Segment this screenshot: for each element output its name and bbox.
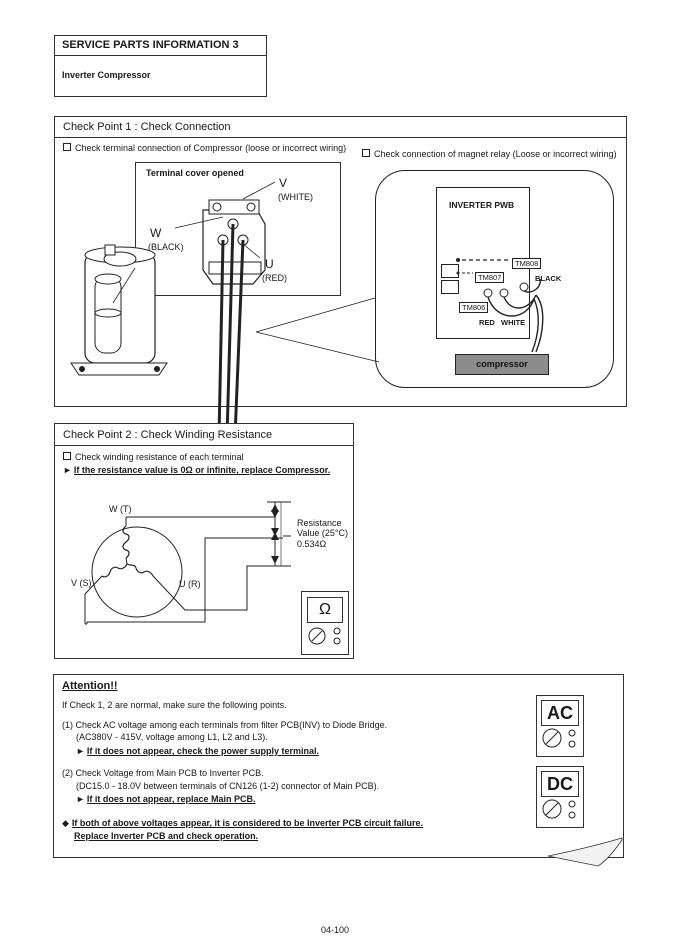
terminal-u-color: (RED): [262, 273, 287, 283]
check-winding-item: Check winding resistance of each termina…: [63, 452, 244, 462]
meter-dial: [542, 728, 576, 748]
pwb-component-a: [441, 264, 459, 278]
point-2-action-text: If it does not appear, replace Main PCB.: [86, 794, 256, 804]
winding-v-label: V (S): [71, 578, 92, 588]
ac-meter-screen: AC: [541, 700, 579, 726]
check-winding-item-text: Check winding resistance of each termina…: [75, 452, 244, 462]
point-2-line-2: (DC15.0 - 18.0V between terminals of CN1…: [76, 781, 380, 791]
arrow-right-icon: ►: [76, 794, 85, 804]
resistance-label-2: Value (25°C): [297, 528, 348, 538]
terminal-cover-label: Terminal cover opened: [146, 168, 244, 178]
winding-u-label: U (R): [179, 579, 201, 589]
page-curl: [547, 837, 623, 867]
terminal-w-color: (BLACK): [148, 242, 184, 252]
checkbox-icon: [63, 143, 71, 151]
winding-w-label: W (T): [109, 504, 132, 514]
attention-title: Attention!!: [62, 680, 118, 692]
replace-compressor-note-text: If the resistance value is 0Ω or infinit…: [73, 465, 331, 475]
wire-black-label: BLACK: [535, 274, 562, 283]
arrow-right-icon: ►: [76, 746, 85, 756]
resistance-label-1: Resistance: [297, 518, 342, 528]
check-point-2-title-rule: [55, 445, 353, 446]
wire-white-label: WHITE: [501, 318, 526, 327]
terminal-v-label: V: [279, 176, 288, 190]
terminal-u-label: U: [265, 257, 274, 271]
point-1-line-1: (1) Check AC voltage among each terminal…: [62, 720, 388, 730]
wire-red-label: RED: [479, 318, 495, 327]
tm808-label: TM808: [512, 258, 542, 269]
attention-intro: If Check 1, 2 are normal, make sure the …: [62, 700, 287, 710]
resistance-value: 0.534Ω: [297, 539, 327, 549]
header-box: SERVICE PARTS INFORMATION 3 Inverter Com…: [54, 35, 267, 97]
checkbox-icon: [63, 452, 71, 460]
terminal-v-color: (WHITE): [278, 192, 313, 202]
check-point-2-title: Check Point 2 : Check Winding Resistance: [63, 429, 273, 441]
winding-circuit-diagram: [84, 501, 291, 625]
meter-dial: [308, 627, 341, 645]
check-point-2-panel: Check Point 2 : Check Winding Resistance…: [54, 423, 354, 659]
ohm-meter-screen: Ω: [307, 597, 343, 623]
tm807-label: TM807: [475, 272, 505, 283]
point-1-action-text: If it does not appear, check the power s…: [86, 746, 319, 756]
final-note-line-2: Replace Inverter PCB and check operation…: [74, 831, 259, 841]
title-underline: [55, 55, 266, 56]
terminal-block-drawing: [202, 199, 266, 438]
ohm-meter-icon: Ω: [301, 591, 349, 655]
pwb-component-b: [441, 280, 459, 294]
check-item-terminal-text: Check terminal connection of Compressor …: [75, 143, 347, 153]
compressor-drawing: [70, 244, 168, 376]
terminal-w-label: W: [150, 226, 162, 240]
checkbox-icon: [362, 149, 370, 157]
point-1-line-2: (AC380V - 415V, voltage among L1, L2 and…: [76, 732, 268, 742]
final-note-line-1: ◆If both of above voltages appear, it is…: [62, 818, 423, 829]
page-number: 04-100: [321, 925, 350, 935]
compressor-box: compressor: [455, 354, 549, 375]
arrow-right-icon: ►: [63, 465, 72, 475]
check-item-terminal: Check terminal connection of Compressor …: [63, 143, 346, 153]
check-item-relay: Check connection of magnet relay (Loose …: [362, 149, 617, 159]
page-subtitle: Inverter Compressor: [62, 70, 151, 80]
inset-to-compressor-line: [112, 267, 136, 304]
dc-meter-icon: DC: [536, 766, 584, 828]
terminal-leader-lines: [174, 181, 276, 259]
inverter-pwb-board: INVERTER PWB TM808 TM807 TM806 BLACK RED…: [436, 187, 561, 339]
pwb-title: INVERTER PWB: [449, 200, 515, 210]
final-note-line-1-text: If both of above voltages appear, it is …: [71, 818, 424, 828]
tm806-label: TM806: [459, 302, 489, 313]
check-item-relay-text: Check connection of magnet relay (Loose …: [374, 149, 617, 159]
point-1-action: ►If it does not appear, check the power …: [76, 746, 319, 756]
dc-meter-screen: DC: [541, 771, 579, 797]
point-2-action: ►If it does not appear, replace Main PCB…: [76, 794, 255, 804]
ac-meter-icon: AC: [536, 695, 584, 757]
check-point-1-title-rule: [55, 137, 626, 138]
meter-dial: [542, 799, 576, 819]
check-point-1-title: Check Point 1 : Check Connection: [63, 121, 231, 133]
callout-pointer: [255, 297, 380, 363]
check-point-1-panel: Check Point 1 : Check Connection Check t…: [54, 116, 627, 438]
replace-compressor-note: ►If the resistance value is 0Ω or infini…: [63, 465, 330, 475]
pwb-wiring-drawing: [456, 258, 544, 353]
page-title: SERVICE PARTS INFORMATION 3: [62, 39, 239, 51]
attention-panel: Attention!! If Check 1, 2 are normal, ma…: [53, 674, 624, 858]
diamond-icon: ◆: [62, 818, 69, 828]
point-2-line-1: (2) Check Voltage from Main PCB to Inver…: [62, 768, 264, 778]
